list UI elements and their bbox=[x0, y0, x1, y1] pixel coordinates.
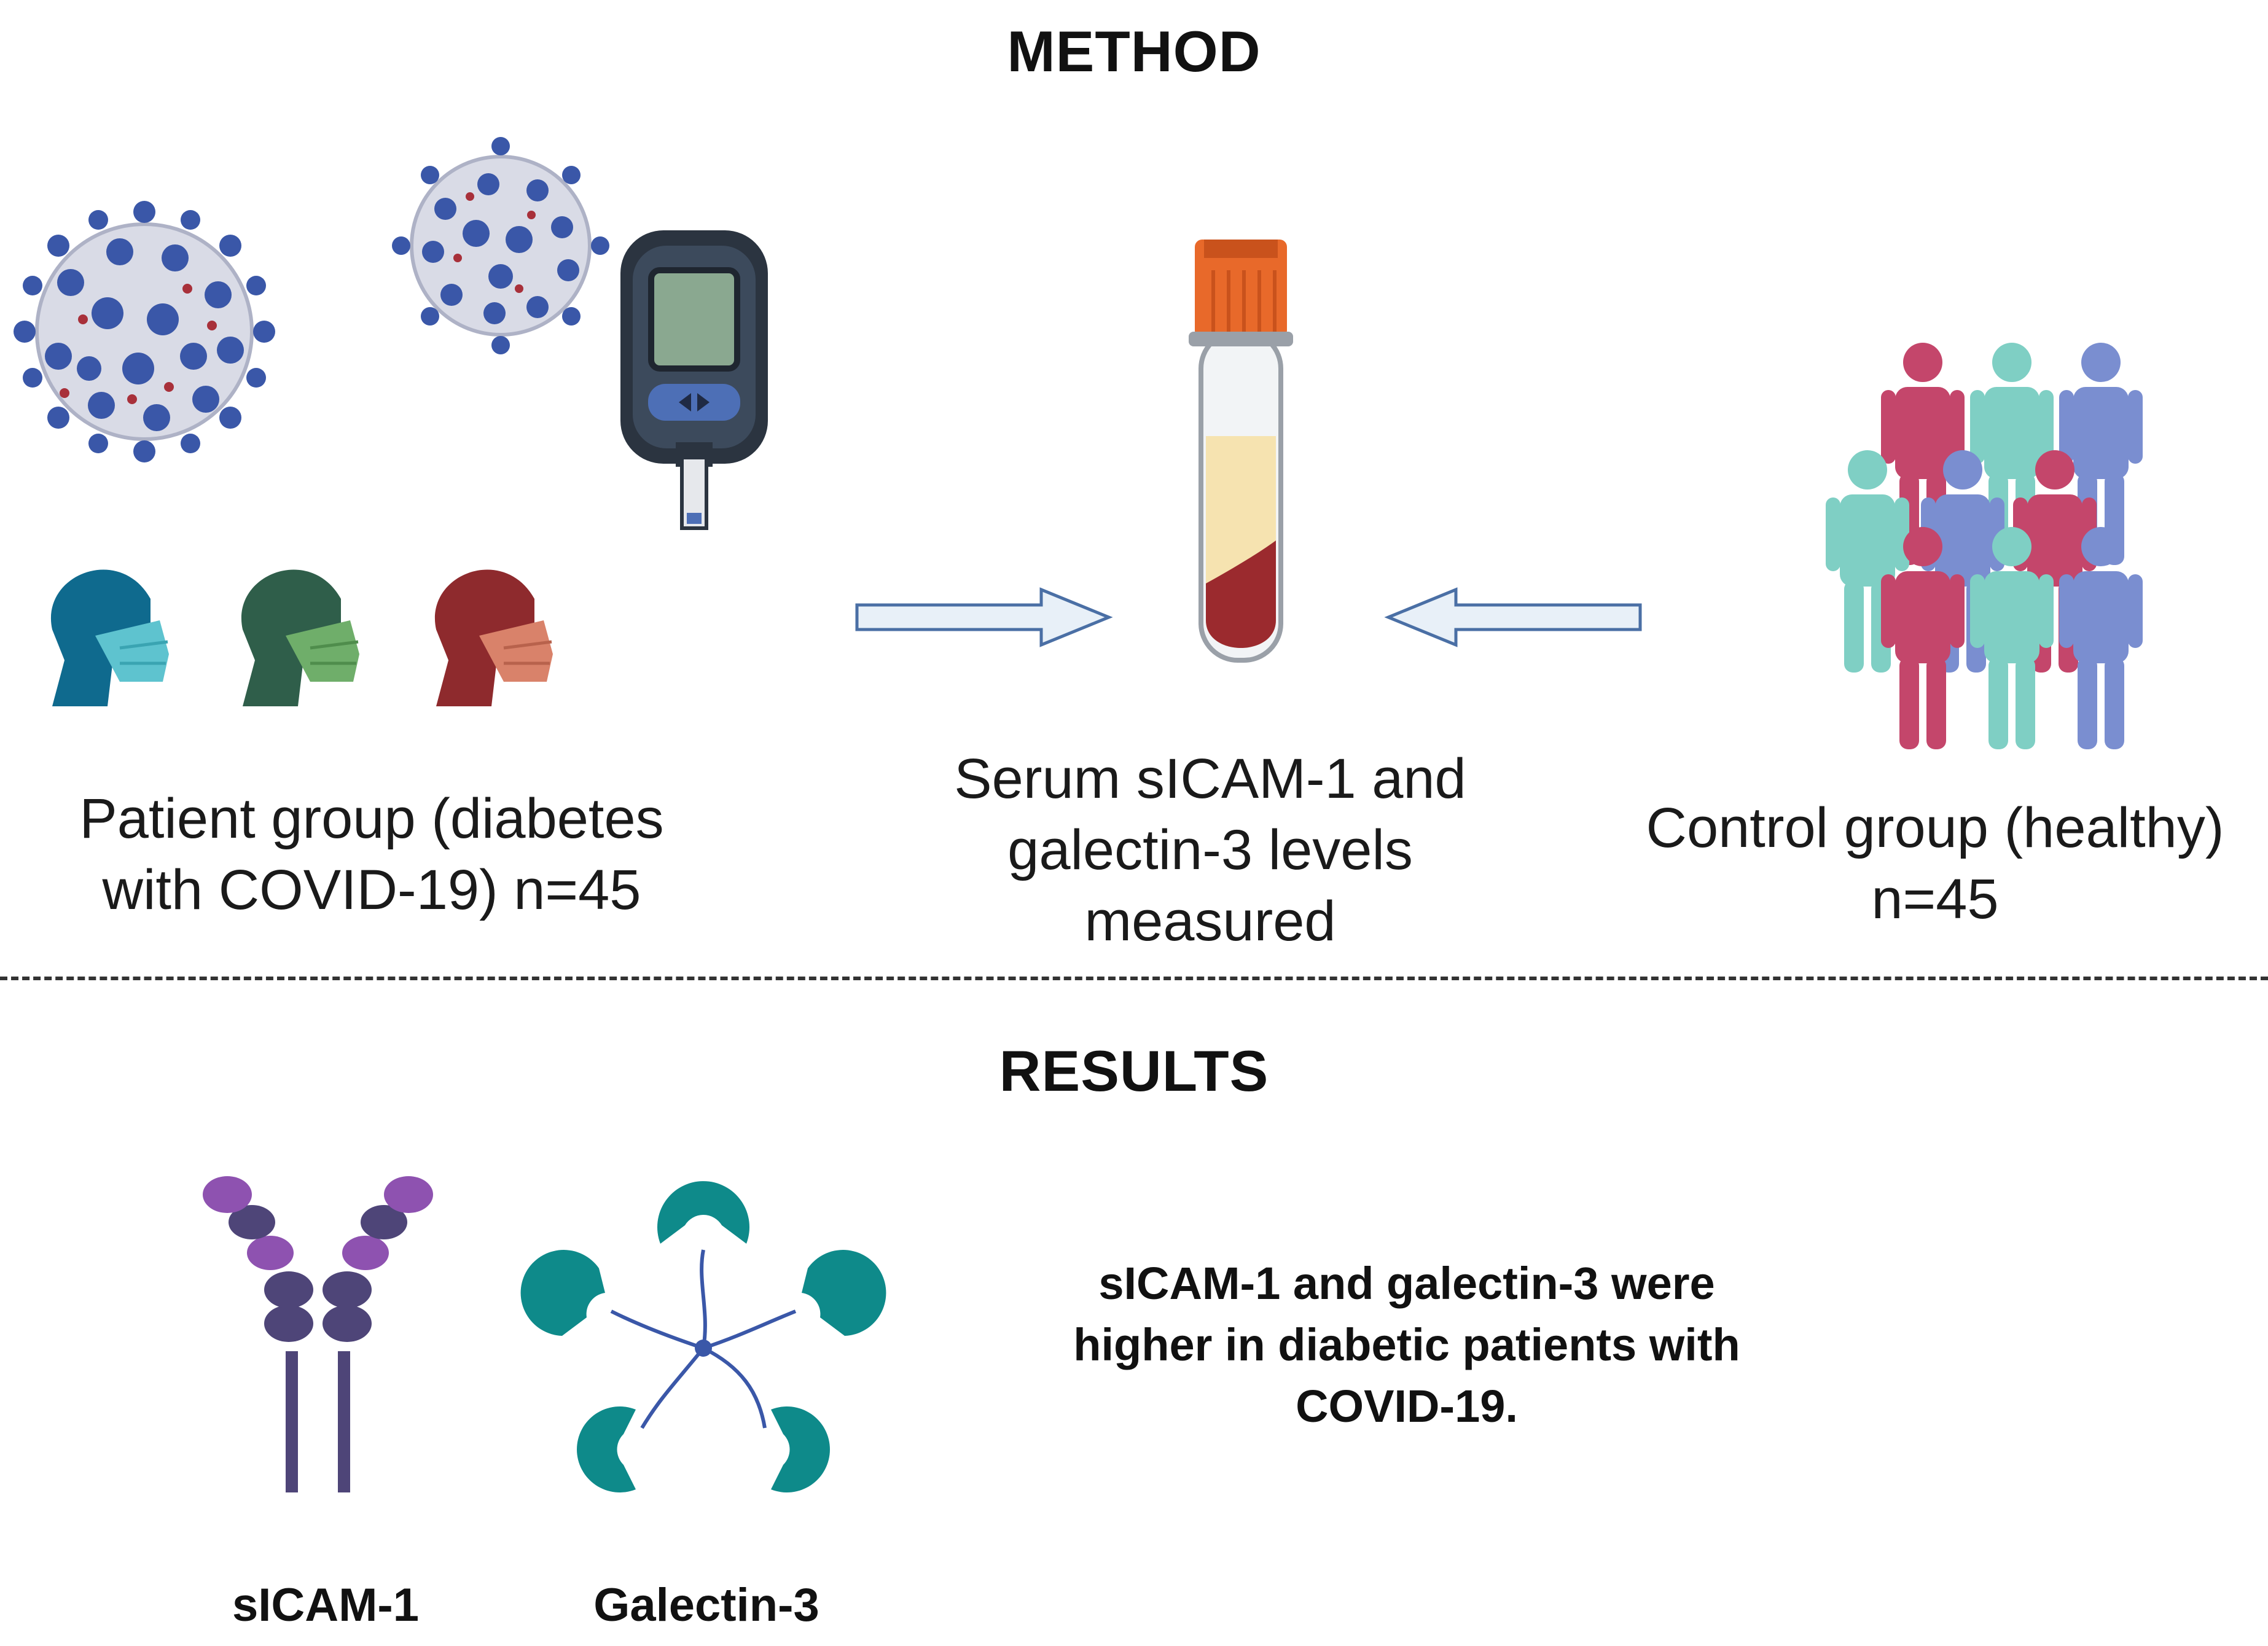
serum-line: Serum sICAM-1 and bbox=[954, 747, 1466, 810]
virus-icon bbox=[14, 201, 275, 462]
control-group-label: Control group (healthy) n=45 bbox=[1609, 792, 2261, 935]
arrow-right-icon bbox=[855, 587, 1113, 647]
control-group-line: Control group (healthy) bbox=[1646, 797, 2224, 859]
galectin-label: Galectin-3 bbox=[593, 1579, 819, 1631]
patient-group-label: Patient group (diabetes with COVID-19) n… bbox=[25, 783, 719, 926]
result-statement: sICAM-1 and galectin-3 were higher in di… bbox=[983, 1253, 1831, 1437]
blood-tube-icon bbox=[1189, 240, 1293, 663]
serum-label: Serum sICAM-1 and galectin-3 levels meas… bbox=[903, 743, 1517, 957]
sicam-label: sICAM-1 bbox=[232, 1579, 420, 1631]
masked-head-icon bbox=[50, 569, 169, 706]
arrow-left-icon bbox=[1384, 587, 1642, 647]
method-heading: METHOD bbox=[1007, 19, 1261, 84]
masked-head-icon bbox=[434, 569, 553, 706]
section-divider bbox=[0, 977, 2268, 980]
result-line: sICAM-1 and galectin-3 were bbox=[1098, 1258, 1715, 1309]
patient-group-line: with COVID-19) n=45 bbox=[102, 859, 641, 921]
galectin-icon bbox=[520, 1181, 886, 1492]
masked-head-icon bbox=[241, 569, 359, 706]
result-line: higher in diabetic patients with bbox=[1073, 1319, 1740, 1370]
serum-line: galectin-3 levels bbox=[1007, 819, 1413, 881]
result-line: COVID-19. bbox=[1296, 1381, 1518, 1432]
antibody-icon bbox=[203, 1176, 433, 1492]
patient-group-line: Patient group (diabetes bbox=[79, 787, 664, 850]
results-heading: RESULTS bbox=[999, 1039, 1269, 1103]
people-crowd-icon bbox=[1826, 343, 2143, 749]
serum-line: measured bbox=[1084, 890, 1336, 953]
control-group-line: n=45 bbox=[1871, 868, 1999, 930]
virus-icon bbox=[392, 137, 609, 354]
glucometer-icon bbox=[620, 230, 768, 530]
